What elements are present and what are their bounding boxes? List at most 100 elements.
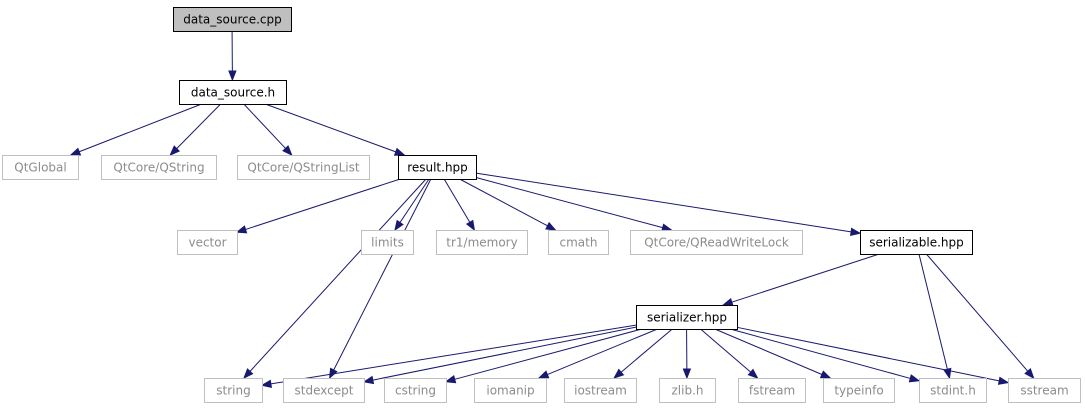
- edge-arrowhead: [721, 298, 734, 307]
- edge-serializer_hpp-to-iomanip: [537, 328, 658, 379]
- node-box[interactable]: [173, 7, 292, 32]
- edge-data_source_h-to-qstringlist: [243, 103, 293, 157]
- node-label: serializer.hpp: [647, 311, 727, 325]
- node-box: [361, 230, 414, 255]
- node-label: fstream: [749, 384, 795, 398]
- node-data_source_cpp[interactable]: data_source.cpp: [173, 7, 292, 32]
- edge-serializer_hpp-to-fstream: [700, 328, 759, 379]
- node-box: [177, 230, 238, 255]
- node-box: [237, 155, 370, 180]
- node-limits: limits: [361, 230, 414, 255]
- node-label: QtCore/QStringList: [247, 161, 359, 175]
- node-label: stdint.h: [930, 384, 976, 398]
- edge-arrowhead: [362, 375, 375, 385]
- edge-line: [454, 328, 642, 380]
- node-iostream: iostream: [564, 378, 637, 403]
- edge-data_source_h-to-qtglobal: [69, 103, 202, 156]
- node-label: typeinfo: [834, 384, 883, 398]
- edge-line: [79, 103, 202, 153]
- edge-arrowhead: [661, 223, 673, 232]
- edge-data_source_h-to-qstring: [169, 103, 222, 156]
- edge-data_source_h-to-result_hpp: [265, 103, 406, 156]
- node-qstring: QtCore/QString: [101, 155, 217, 180]
- edge-arrowhead: [282, 145, 293, 157]
- node-data_source_h[interactable]: data_source.h: [179, 80, 287, 105]
- node-label: limits: [371, 236, 404, 250]
- edge-line: [926, 253, 1029, 372]
- edge-line: [270, 324, 637, 385]
- edge-serializer_hpp-to-stdexcept: [362, 326, 637, 385]
- node-box: [564, 378, 637, 403]
- node-box[interactable]: [398, 155, 477, 180]
- edge-arrowhead: [908, 374, 921, 383]
- node-label: iomanip: [486, 384, 534, 398]
- edge-arrowhead: [819, 370, 832, 379]
- node-typeinfo: typeinfo: [823, 378, 895, 403]
- node-box: [548, 230, 609, 255]
- node-label: vector: [188, 236, 226, 250]
- node-box[interactable]: [860, 230, 973, 255]
- node-qstringlist: QtCore/QStringList: [237, 155, 370, 180]
- edge-arrowhead: [328, 367, 338, 380]
- node-label: QtCore/QReadWriteLock: [644, 236, 789, 250]
- node-box: [823, 378, 895, 403]
- node-label: QtCore/QString: [113, 161, 204, 175]
- node-box: [1008, 378, 1081, 403]
- node-result_hpp[interactable]: result.hpp: [398, 155, 477, 180]
- edge-line: [265, 103, 397, 153]
- edge-serializable_hpp-to-serializer_hpp: [721, 253, 880, 307]
- node-box: [919, 378, 987, 403]
- node-zlib: zlib.h: [659, 378, 716, 403]
- node-serializer_hpp[interactable]: serializer.hpp: [636, 305, 738, 330]
- edge-arrowhead: [545, 221, 557, 231]
- node-label: stdexcept: [295, 384, 354, 398]
- edge-serializer_hpp-to-typeinfo: [714, 328, 832, 379]
- node-cstring: cstring: [384, 378, 447, 403]
- edge-line: [399, 178, 430, 223]
- edge-arrowhead: [260, 379, 273, 389]
- node-box: [738, 378, 806, 403]
- node-tr1memory: tr1/memory: [436, 230, 528, 255]
- edge-line: [547, 328, 658, 376]
- node-label: cmath: [560, 236, 598, 250]
- edge-arrowhead: [393, 147, 406, 156]
- edge-result_hpp-to-stdexcept: [328, 178, 432, 380]
- edge-arrowhead: [1024, 368, 1035, 380]
- node-box: [384, 378, 447, 403]
- edge-line: [620, 328, 673, 373]
- node-box: [474, 378, 547, 403]
- edge-line: [731, 253, 880, 303]
- node-box: [630, 230, 803, 255]
- node-label: cstring: [395, 384, 436, 398]
- node-stdint: stdint.h: [919, 378, 987, 403]
- edge-line: [475, 172, 852, 233]
- node-label: iostream: [574, 384, 627, 398]
- edges-layer: [69, 30, 1035, 389]
- edge-result_hpp-to-cmath: [459, 178, 557, 231]
- edge-line: [736, 326, 1000, 382]
- node-sstream: sstream: [1008, 378, 1081, 403]
- node-box: [204, 378, 263, 403]
- node-label: QtGlobal: [14, 161, 66, 175]
- node-label: data_source.h: [191, 86, 275, 100]
- edge-serializable_hpp-to-sstream: [926, 253, 1035, 380]
- node-box[interactable]: [179, 80, 287, 105]
- edge-arrowhead: [235, 225, 248, 234]
- node-serializable_hpp[interactable]: serializable.hpp: [860, 230, 973, 255]
- edge-serializer_hpp-to-zlib: [682, 328, 692, 380]
- node-box: [283, 378, 365, 403]
- node-label: sstream: [1020, 384, 1068, 398]
- edge-result_hpp-to-string: [243, 178, 427, 380]
- edge-serializer_hpp-to-stdint: [730, 328, 921, 383]
- edge-arrowhead: [228, 70, 237, 82]
- node-stdexcept: stdexcept: [283, 378, 365, 403]
- edge-arrowhead: [243, 368, 254, 380]
- node-label: string: [216, 384, 250, 398]
- node-qreadwritelock: QtCore/QReadWriteLock: [630, 230, 803, 255]
- edge-serializer_hpp-to-sstream: [736, 326, 1010, 385]
- edge-line: [243, 103, 286, 149]
- edge-serializer_hpp-to-string: [260, 324, 637, 389]
- node-box[interactable]: [636, 305, 738, 330]
